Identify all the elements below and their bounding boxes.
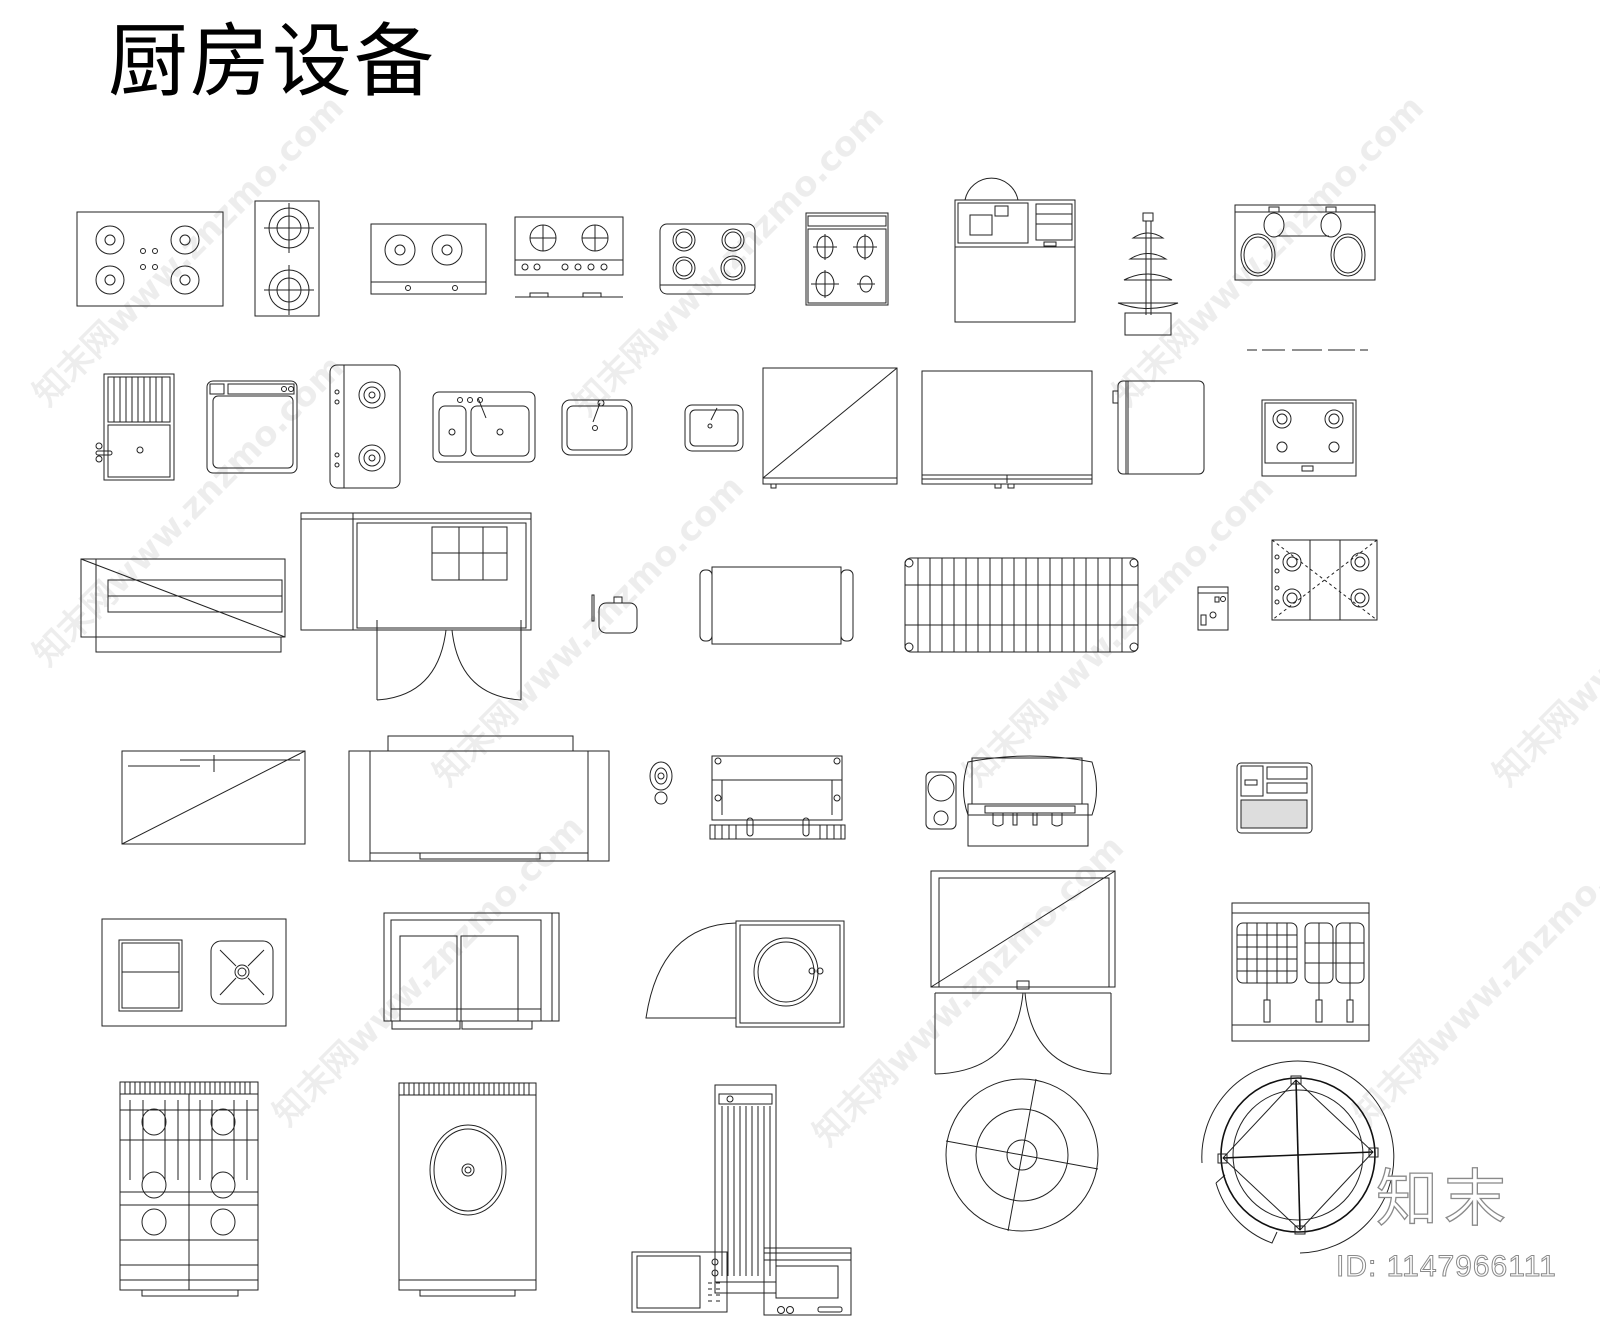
chocolate-fountain-icon [1118,213,1178,335]
round-sink-swing-door-icon [646,921,844,1027]
domino-hob-icon [330,365,400,488]
cooktop-panel-icon [806,213,888,305]
double-bowl-sink-icon [433,392,535,462]
bar-sink-icon [685,405,743,451]
sheet-title: 厨房设备 [108,15,436,108]
steam-table-icon [710,756,845,839]
range-top-icon [1262,400,1356,476]
wok-station-icon [399,1083,536,1296]
wide-refrigerator-icon [922,371,1092,488]
small-appliance-icon [1198,587,1228,630]
walk-in-cooler-icon [301,513,531,700]
gas-hob-4-burner-icon [77,212,223,306]
open-range-6-burner-icon [1272,540,1377,620]
counter-crossmark-icon [122,751,305,844]
dishwasher-icon [207,381,297,473]
juicer-icon [650,762,672,804]
sink-drainboard-icon [96,374,174,480]
round-table-icon [946,1079,1098,1231]
double-door-reach-in-icon [384,913,559,1029]
single-bowl-sink-icon [562,400,632,455]
cart-icon [700,567,853,644]
asset-id: ID: 1147966111 [1336,1250,1557,1283]
range-4-burner-icon [120,1082,258,1296]
square-refrigerator-icon [763,368,897,488]
rounded-hob-icon [660,224,755,294]
gas-hob-2-burner-vertical-icon [255,201,319,316]
built-in-stove-icon [515,217,623,297]
rotary-oven-icon [1202,1061,1394,1253]
beverage-dispenser-icon [926,756,1097,846]
side-hinged-cabinet-icon [1113,381,1204,474]
brand-logo: 知末 [1375,1162,1513,1235]
double-wok-range-icon [1235,205,1375,280]
hood-pass-through-icon [349,736,609,861]
deep-fryer-icon [1232,903,1369,1041]
gas-stove-2-burner-icon [371,224,486,294]
dome-oven-icon [955,178,1075,322]
walk-in-freezer-icon [931,871,1115,1074]
control-panel-icon [1237,763,1312,833]
mixer-icon [592,595,637,633]
char-grill-icon [715,1085,776,1293]
microwave-icon [632,1252,727,1312]
oven-icon [764,1248,851,1315]
prep-sink-counter-icon [102,919,286,1026]
work-table-icon [81,559,285,652]
wire-shelving-icon [905,558,1138,652]
